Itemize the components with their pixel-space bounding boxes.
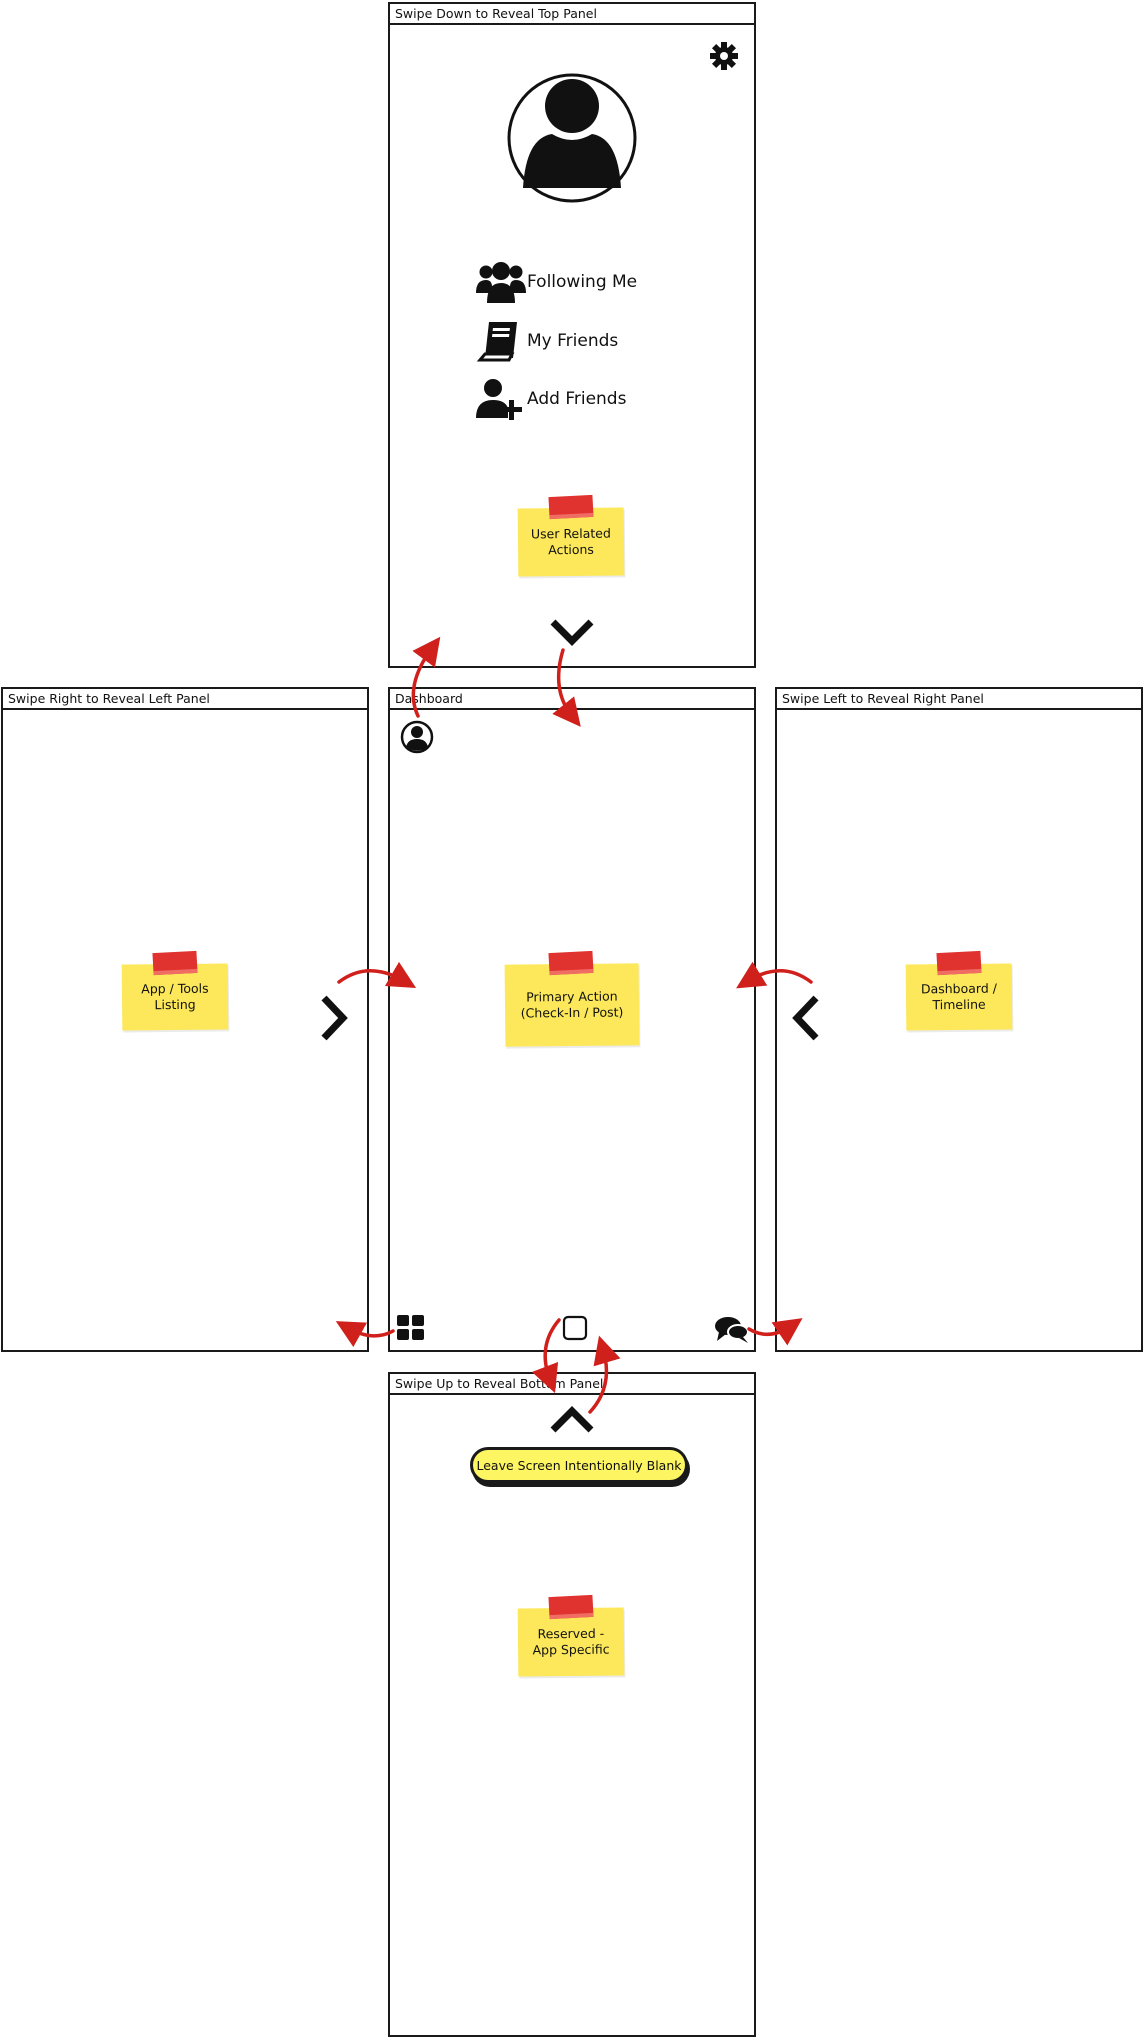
arrow-grid-to-left: [335, 1321, 395, 1348]
chevron-right-icon[interactable]: [318, 994, 350, 1042]
following-me-label: Following Me: [527, 272, 638, 292]
right-panel-title: Swipe Left to Reveal Right Panel: [777, 689, 1141, 710]
my-friends-item[interactable]: My Friends: [475, 318, 618, 364]
arrow-right-to-dashboard: [736, 961, 813, 989]
dashboard-panel: Dashboard: [388, 687, 756, 1352]
arrow-top-to-dashboard: [552, 648, 581, 727]
gear-icon[interactable]: [709, 41, 739, 71]
add-user-icon: [476, 379, 522, 420]
arrow-chat-to-right: [747, 1318, 803, 1346]
arrow-profile-to-top: [411, 636, 441, 718]
top-panel-title: Swipe Down to Reveal Top Panel: [390, 4, 754, 25]
apps-grid-icon[interactable]: [396, 1314, 426, 1342]
users-icon: [476, 262, 526, 303]
following-me-item[interactable]: Following Me: [475, 259, 637, 305]
avatar: [507, 73, 637, 203]
chevron-left-icon[interactable]: [790, 994, 822, 1042]
blank-screen-banner: Leave Screen Intentionally Blank: [470, 1447, 688, 1483]
chevron-down-icon[interactable]: [549, 617, 595, 647]
add-friends-label: Add Friends: [527, 389, 627, 409]
arrow-left-to-dashboard: [337, 961, 417, 989]
chevron-up-icon[interactable]: [549, 1405, 595, 1435]
address-book-icon: [476, 322, 517, 362]
blank-screen-banner-label: Leave Screen Intentionally Blank: [476, 1457, 682, 1473]
home-square-icon[interactable]: [562, 1315, 588, 1341]
my-friends-label: My Friends: [527, 331, 619, 351]
chat-bubbles-icon[interactable]: [714, 1315, 750, 1345]
arrow-home-to-bottom: [531, 1318, 561, 1394]
user-profile-icon[interactable]: [400, 720, 434, 754]
add-friends-item[interactable]: Add Friends: [475, 376, 626, 422]
left-panel-title: Swipe Right to Reveal Left Panel: [3, 689, 367, 710]
arrow-bottom-to-home: [588, 1335, 621, 1414]
